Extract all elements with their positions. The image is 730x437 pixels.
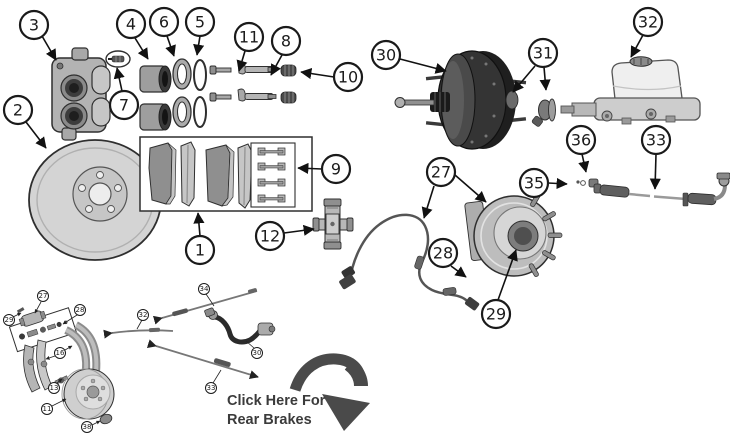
mini-callout-16: 16 xyxy=(54,347,66,359)
pad-retainer-clips xyxy=(250,142,296,208)
callout-28: 28 xyxy=(427,237,459,269)
svg-text:34: 34 xyxy=(200,285,209,293)
mini-callout-32: 32 xyxy=(137,309,149,321)
mini-callout-34: 34 xyxy=(198,283,210,295)
callout-12: 12 xyxy=(254,220,286,252)
svg-text:29: 29 xyxy=(486,305,506,324)
brake-pad-set xyxy=(139,136,313,212)
callout-6: 6 xyxy=(148,6,180,38)
brake-rotor xyxy=(28,139,162,261)
bleeder-screw xyxy=(105,50,131,68)
abs-sensor-wire xyxy=(339,213,480,311)
mini-callout-28: 28 xyxy=(74,304,86,316)
callout-32: 32 xyxy=(632,6,664,38)
callout-7: 7 xyxy=(108,89,140,121)
u-joint xyxy=(312,198,354,250)
rear-brakes-link-line2[interactable]: Rear Brakes xyxy=(227,412,312,429)
svg-text:12: 12 xyxy=(260,227,280,246)
callout-4: 4 xyxy=(115,8,147,40)
svg-text:31: 31 xyxy=(533,44,553,63)
callout-10: 10 xyxy=(332,61,364,93)
svg-text:6: 6 xyxy=(159,13,169,32)
svg-text:3: 3 xyxy=(29,16,39,35)
svg-text:29: 29 xyxy=(5,316,14,324)
callout-30: 30 xyxy=(370,39,402,71)
svg-text:33: 33 xyxy=(207,384,216,392)
svg-text:30: 30 xyxy=(253,349,262,357)
callout-31: 31 xyxy=(527,37,559,69)
callout-1: 1 xyxy=(184,234,216,266)
callout-8: 8 xyxy=(270,25,302,57)
mini-callout-38: 38 xyxy=(81,421,93,433)
parking-brake-cables xyxy=(103,288,276,379)
callout-35: 35 xyxy=(518,167,550,199)
svg-text:7: 7 xyxy=(119,96,129,115)
callout-11: 11 xyxy=(233,21,265,53)
svg-text:33: 33 xyxy=(646,131,666,150)
check-valve xyxy=(531,98,556,127)
mini-callout-13: 13 xyxy=(48,382,60,394)
svg-text:1: 1 xyxy=(195,241,205,260)
caliper-bolts-and-pins xyxy=(209,61,297,104)
svg-text:9: 9 xyxy=(331,160,341,179)
svg-text:27: 27 xyxy=(431,163,451,182)
svg-text:16: 16 xyxy=(56,349,65,357)
callout-29: 29 xyxy=(480,298,512,330)
hub-bearing xyxy=(464,193,563,277)
rear-brakes-arrow-icon[interactable] xyxy=(289,353,370,431)
brake-booster xyxy=(394,50,527,150)
svg-text:4: 4 xyxy=(126,15,136,34)
mini-callout-29: 29 xyxy=(3,314,15,326)
svg-text:30: 30 xyxy=(376,46,396,65)
svg-text:11: 11 xyxy=(43,405,52,413)
mini-callout-11: 11 xyxy=(41,403,53,415)
rear-brakes-link-line1[interactable]: Click Here For xyxy=(227,393,326,409)
master-cylinder xyxy=(560,56,701,125)
svg-text:35: 35 xyxy=(524,174,544,193)
svg-text:8: 8 xyxy=(281,32,291,51)
piston-seals xyxy=(172,58,192,128)
svg-text:32: 32 xyxy=(638,13,658,32)
callout-5: 5 xyxy=(184,6,216,38)
callout-33: 33 xyxy=(640,124,672,156)
mini-callout-27: 27 xyxy=(37,290,49,302)
mini-callout-33: 33 xyxy=(205,382,217,394)
svg-text:32: 32 xyxy=(139,311,148,319)
leader-arrows xyxy=(25,34,661,301)
callout-36: 36 xyxy=(565,124,597,156)
svg-text:28: 28 xyxy=(433,244,453,263)
callout-27: 27 xyxy=(425,156,457,188)
callout-3: 3 xyxy=(18,9,50,41)
svg-text:13: 13 xyxy=(50,384,59,392)
svg-text:38: 38 xyxy=(83,423,92,431)
svg-text:27: 27 xyxy=(39,292,48,300)
piston-o-rings xyxy=(193,59,207,128)
rear-brakes-link[interactable]: Click Here For Rear Brakes xyxy=(227,392,397,430)
mini-leader-lines xyxy=(12,293,255,426)
svg-text:28: 28 xyxy=(76,306,85,314)
rear-brake-hose xyxy=(204,307,276,345)
svg-text:10: 10 xyxy=(338,68,358,87)
svg-text:36: 36 xyxy=(571,131,591,150)
svg-text:2: 2 xyxy=(13,101,23,120)
svg-text:5: 5 xyxy=(195,13,205,32)
brake-caliper xyxy=(51,47,111,141)
svg-text:11: 11 xyxy=(239,28,259,47)
rear-brakes-mini-diagram xyxy=(8,307,115,425)
caliper-pistons xyxy=(139,65,172,131)
brake-hose-assembly xyxy=(576,172,730,207)
callout-9: 9 xyxy=(320,153,352,185)
callout-2: 2 xyxy=(2,94,34,126)
mini-callout-30: 30 xyxy=(251,347,263,359)
